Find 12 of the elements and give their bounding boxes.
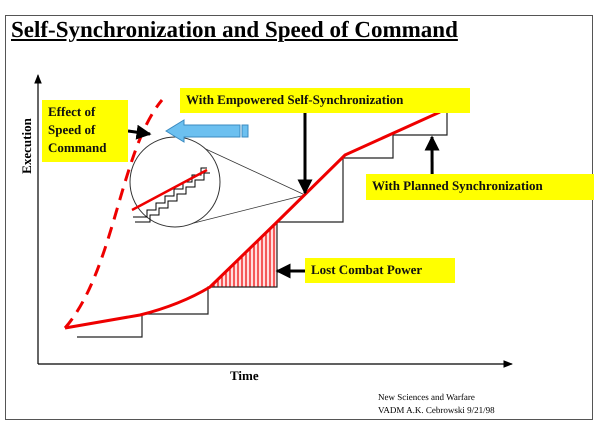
callout-label: With Planned Synchronization <box>366 174 594 200</box>
source-note: New Sciences and Warfare <box>378 392 475 402</box>
axis-title: Time <box>230 368 259 384</box>
leader-arrow <box>128 124 152 140</box>
leader-arrow <box>298 113 312 194</box>
leader-arrow <box>424 136 440 174</box>
source-note: VADM A.K. Cebrowski 9/21/98 <box>378 405 495 415</box>
slide-title: Self-Synchronization and Speed of Command <box>11 17 458 43</box>
axis-title: Execution <box>19 117 35 176</box>
callout-label: With Empowered Self-Synchronization <box>180 88 470 113</box>
leader-arrow <box>276 264 305 278</box>
callout-label: Effect of Speed of Command <box>42 100 128 162</box>
